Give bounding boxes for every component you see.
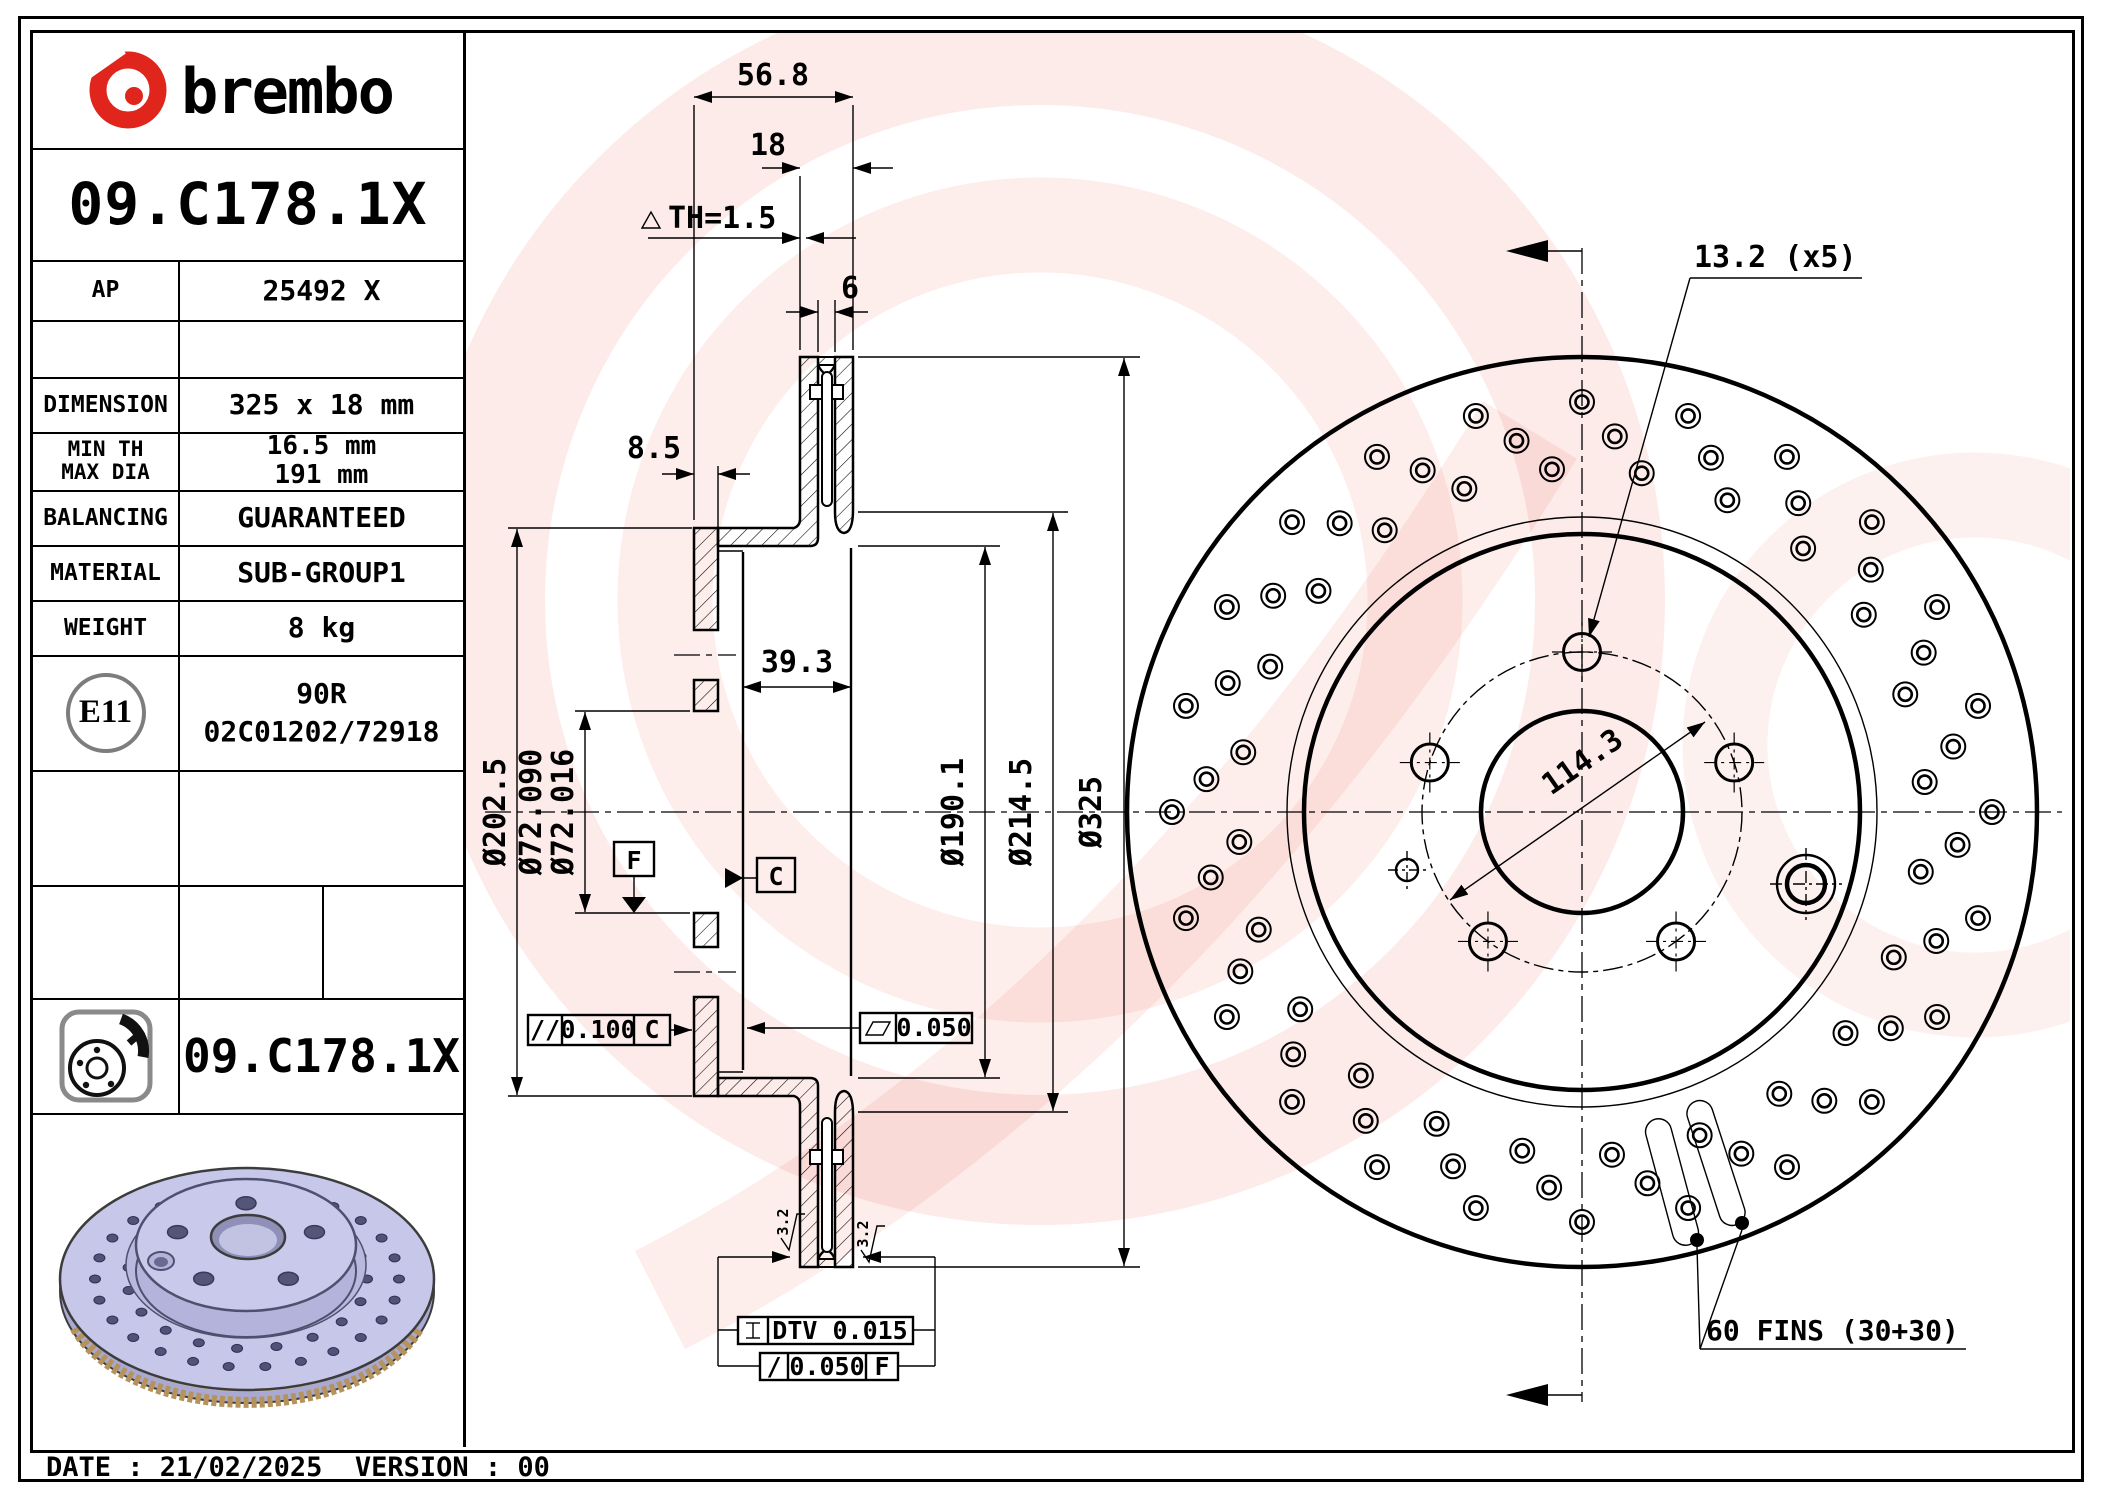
balancing-value: GUARANTEED bbox=[237, 501, 406, 534]
dimension-row: DIMENSION 325 x 18 mm bbox=[33, 377, 463, 434]
sheet-main-frame bbox=[30, 30, 2075, 1453]
logo-row: brembo bbox=[33, 33, 463, 150]
balancing-label: BALANCING bbox=[33, 490, 180, 545]
render-row bbox=[33, 1113, 463, 1447]
material-label: MATERIAL bbox=[33, 545, 180, 600]
min-th-label: MIN TH bbox=[67, 436, 144, 461]
weight-label: WEIGHT bbox=[33, 600, 180, 655]
e11-mark: E11 bbox=[65, 672, 146, 753]
max-dia-label: MAX DIA bbox=[61, 460, 150, 484]
homologation-line1: 90R bbox=[296, 676, 347, 710]
blank-row-2 bbox=[33, 770, 463, 887]
homologation-line2: 02C01202/72918 bbox=[203, 714, 440, 748]
balancing-row: BALANCING GUARANTEED bbox=[33, 490, 463, 547]
part-number: 09.C178.1X bbox=[68, 170, 428, 238]
brembo-logo-text: brembo bbox=[181, 55, 393, 128]
sheet-outer-border bbox=[18, 16, 2084, 1482]
spec-table: brembo 09.C178.1X AP 25492 X DIMENSION 3… bbox=[33, 33, 466, 1447]
part-number-row: 09.C178.1X bbox=[33, 148, 463, 262]
blank-row-1 bbox=[33, 320, 463, 379]
max-dia-value: 191 mm bbox=[274, 460, 369, 490]
brembo-logo: brembo bbox=[82, 40, 395, 129]
footer-part-row: 09.C178.1X bbox=[33, 998, 463, 1115]
dimension-label: DIMENSION bbox=[33, 377, 180, 432]
min-th-value: 16.5 mm bbox=[266, 431, 377, 462]
weight-row: WEIGHT 8 kg bbox=[33, 600, 463, 657]
material-value: SUB-GROUP1 bbox=[237, 556, 406, 589]
weight-value: 8 kg bbox=[287, 611, 356, 644]
material-row: MATERIAL SUB-GROUP1 bbox=[33, 545, 463, 602]
ap-row: AP 25492 X bbox=[33, 260, 463, 322]
ap-label: AP bbox=[33, 260, 180, 320]
ap-value: 25492 X bbox=[262, 273, 381, 307]
footer-part-number: 09.C178.1X bbox=[183, 1028, 460, 1083]
disc-icon bbox=[59, 1009, 153, 1103]
render-bolt-holes bbox=[166, 1195, 326, 1287]
minth-maxdia-row: MIN TH MAX DIA 16.5 mm 191 mm bbox=[33, 432, 463, 492]
disc-3d-render bbox=[58, 1166, 436, 1408]
dimension-value: 325 x 18 mm bbox=[228, 388, 415, 421]
date-version-bar: DATE : 21/02/2025 VERSION : 00 bbox=[46, 1452, 550, 1483]
blank-row-3 bbox=[33, 885, 463, 1000]
brembo-logo-mark bbox=[82, 40, 167, 129]
homologation-row: E11 90R 02C01202/72918 bbox=[33, 655, 463, 772]
